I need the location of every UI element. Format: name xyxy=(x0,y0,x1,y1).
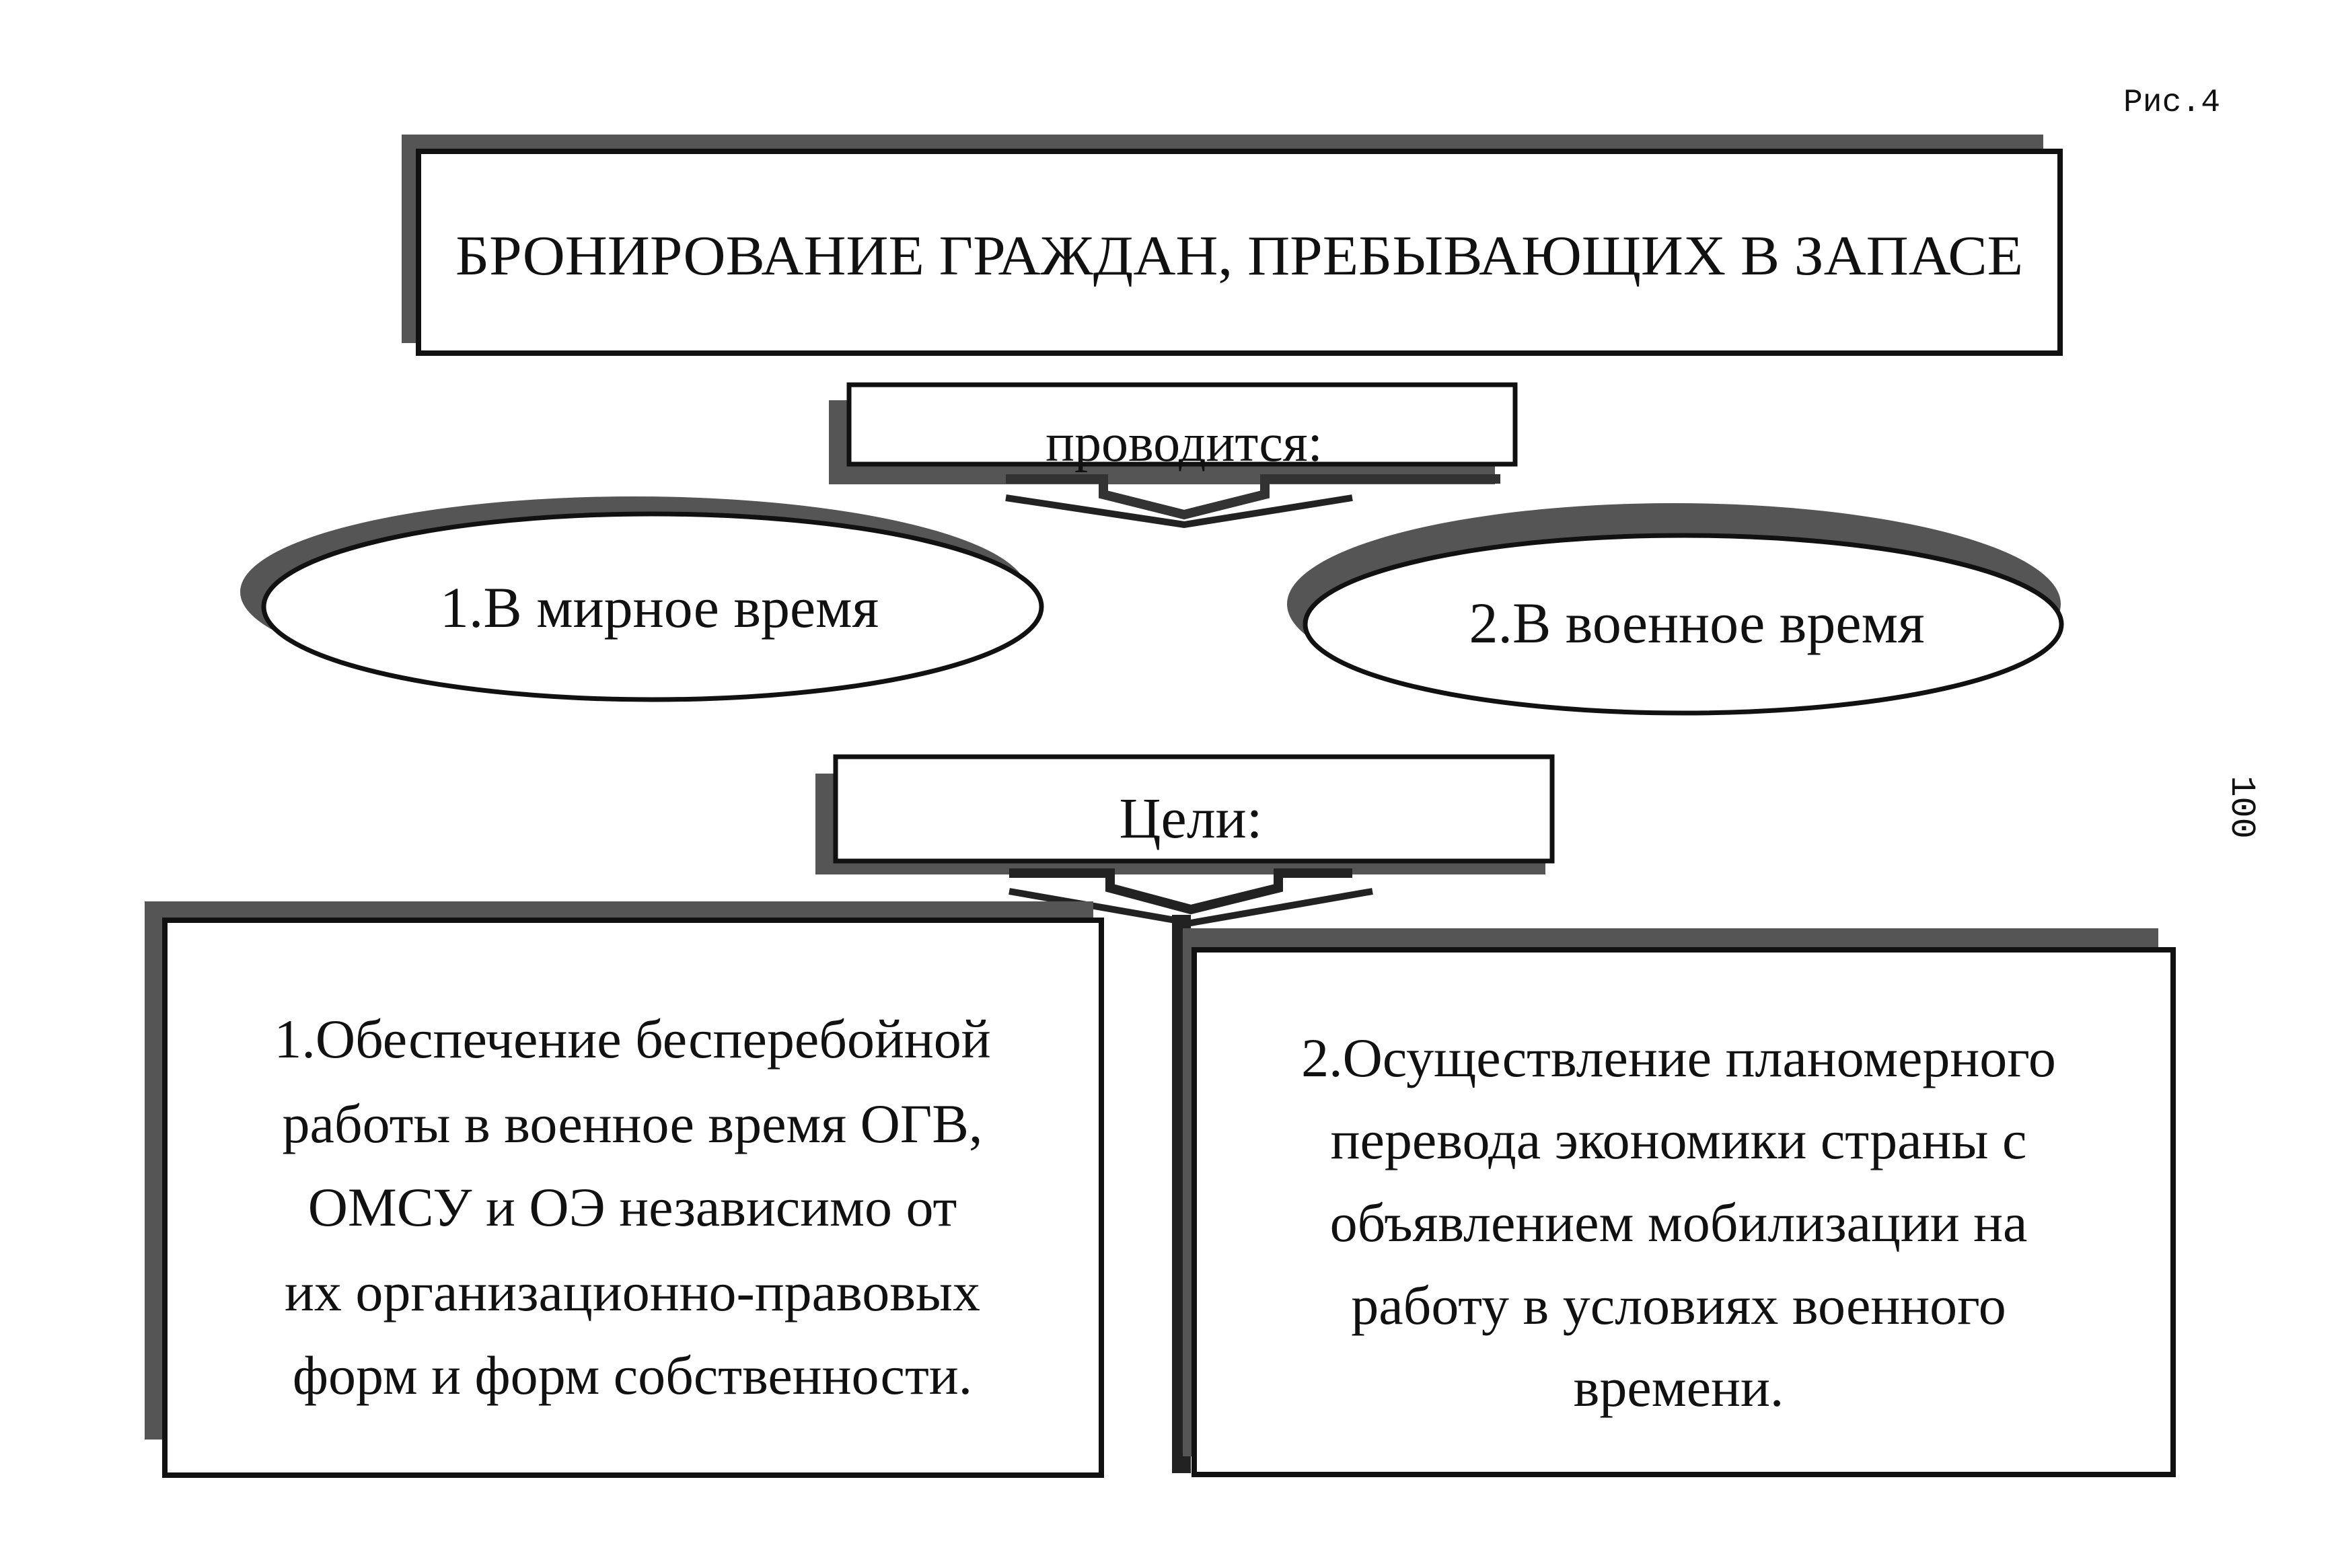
goal-2-line-3: объявлением мобилизации на xyxy=(1330,1192,2028,1253)
figure-label: Рис.4 xyxy=(2123,85,2220,121)
goals-label: Цели: xyxy=(1119,786,1262,850)
period-label-peacetime: 1.В мирное время xyxy=(440,575,879,640)
conducted-connector xyxy=(1005,474,1500,529)
goal-1-line-5: форм и форм собственности. xyxy=(293,1345,972,1406)
goal-2-line-2: перевода экономики страны с xyxy=(1331,1109,2027,1170)
goals-box: Цели: xyxy=(815,754,1555,874)
title-box: БРОНИРОВАНИЕ ГРАЖДАН, ПРЕБЫВАЮЩИХ В ЗАПА… xyxy=(402,135,2063,356)
goal-1-line-3: ОМСУ и ОЭ независимо от xyxy=(308,1177,957,1238)
period-label-wartime: 2.В военное время xyxy=(1469,591,1924,655)
goal-1-line-2: работы в военное время ОГВ, xyxy=(283,1093,983,1154)
conducted-label: проводится: xyxy=(1046,414,1323,473)
goal-box-1: 1.Обеспечение бесперебойной работы в вое… xyxy=(145,901,1104,1478)
goal-2-line-4: работу в условиях военного xyxy=(1351,1275,2006,1336)
page-number: 100 xyxy=(2222,776,2261,839)
goal-1-line-4: их организационно-правовых xyxy=(285,1261,980,1322)
goal-1-line-1: 1.Обеспечение бесперебойной xyxy=(274,1008,990,1070)
conducted-box: проводится: xyxy=(829,382,1518,484)
goal-2-line-5: времени. xyxy=(1574,1357,1784,1418)
goal-box-2: 2.Осуществление планомерного перевода эк… xyxy=(1183,928,2176,1477)
period-ellipse-wartime: 2.В военное время xyxy=(1287,503,2064,716)
goal-2-line-1: 2.Осуществление планомерного xyxy=(1301,1027,2056,1088)
period-ellipse-peacetime: 1.В мирное время xyxy=(240,496,1044,702)
title-text: БРОНИРОВАНИЕ ГРАЖДАН, ПРЕБЫВАЮЩИХ В ЗАПА… xyxy=(455,225,2023,287)
